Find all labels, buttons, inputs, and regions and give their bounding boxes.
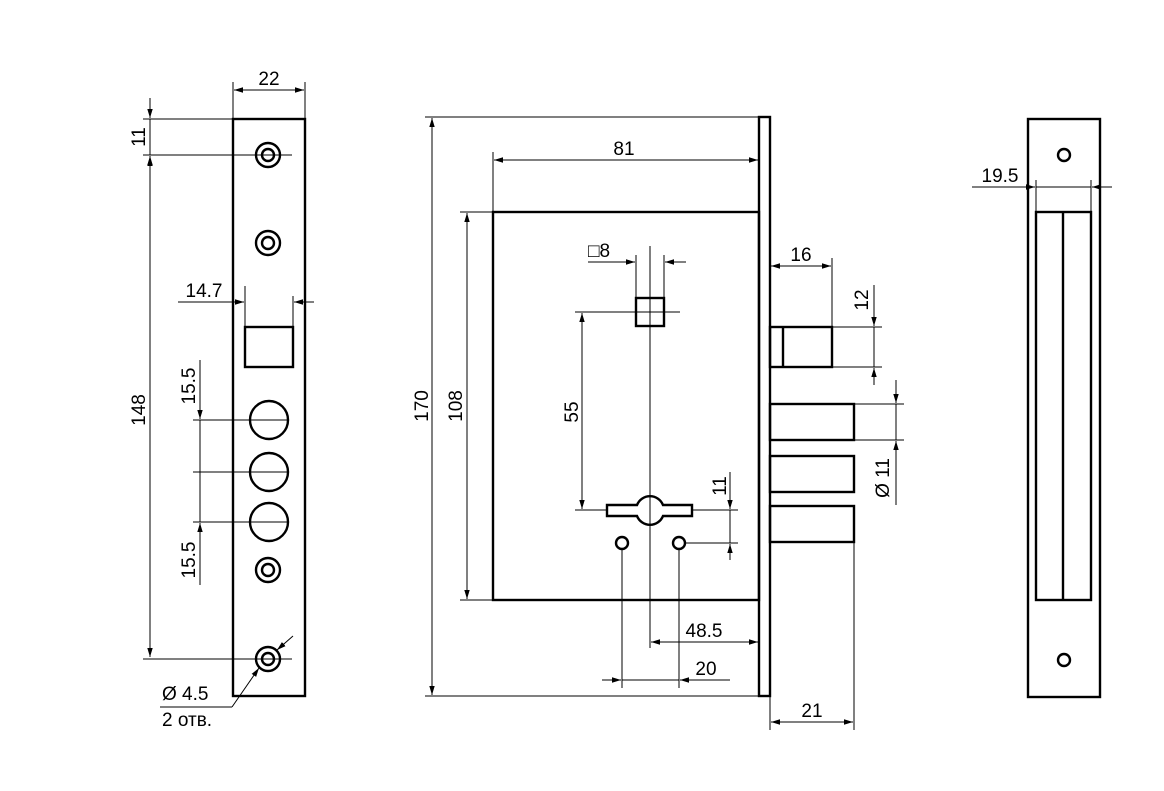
dim-case-height: 108: [446, 211, 493, 601]
dim-key-slot: 11: [686, 472, 738, 560]
dim-bolt-throw: 21: [769, 542, 855, 730]
lock-faceplate: [757, 115, 772, 698]
dim-spindle-to-key-label: 55: [562, 401, 583, 422]
dim-screw-spacing: 20: [602, 549, 730, 688]
dim-spindle-square-label: □8: [588, 241, 610, 262]
dim-hole-span: 148: [129, 157, 292, 660]
dim-spindle-to-key: 55: [562, 311, 680, 511]
dim-latch-height-label: 12: [852, 289, 873, 310]
latch-opening: [243, 325, 295, 369]
screw-hole-right: [671, 535, 687, 551]
dim-spindle-square: □8: [588, 241, 686, 298]
dim-bolt-diameter: Ø 11: [854, 380, 904, 505]
dim-case-height-label: 108: [446, 390, 467, 422]
dim-hole-diameter-label: Ø 4.5: [162, 684, 208, 705]
faceplate-outline: [1026, 117, 1102, 699]
dim-plate-width: 22: [232, 69, 306, 119]
dim-hole-count-label: 2 отв.: [162, 710, 212, 731]
dim-hole-span-label: 148: [129, 394, 150, 426]
screw-hole-left: [614, 535, 630, 551]
dim-latch-offset: 14.7: [178, 281, 314, 327]
dim-faceplate-thickness-label: 19.5: [982, 166, 1019, 187]
dim-bolt-diameter-label: Ø 11: [873, 458, 894, 498]
dim-backset: 48.5: [651, 621, 758, 645]
dim-bolt-pitch: 15.5 15.5: [179, 360, 288, 585]
lock-case: [491, 210, 761, 602]
lock-body-view: 170 108 81 □8 55: [412, 115, 904, 730]
dim-bolt-throw-label: 21: [801, 701, 822, 722]
keyhole: [605, 495, 694, 526]
dim-backset-label: 48.5: [686, 621, 723, 642]
strike-plate-outline: [231, 117, 307, 698]
faceplate-hole-bottom: [1056, 652, 1072, 668]
dim-faceplate-thickness: 19.5: [972, 166, 1112, 212]
dim-latch-offset-label: 14.7: [186, 281, 223, 302]
dim-hole-diameter: Ø 4.5 2 отв.: [160, 635, 294, 731]
dim-plate-width-label: 22: [258, 69, 279, 90]
mounting-hole-fourth: [254, 556, 282, 584]
faceplate-side-view: 19.5: [972, 117, 1112, 699]
latch-bolt: [768, 325, 834, 369]
deadbolt-1: [768, 402, 856, 442]
dim-pitch-lower-label: 15.5: [179, 542, 200, 579]
dim-top-hole-offset: 11: [129, 98, 292, 176]
strike-plate-view: 22 11 148 14.7: [129, 69, 314, 731]
dim-case-width: 81: [492, 139, 758, 212]
dim-lock-height-label: 170: [412, 390, 433, 422]
dim-pitch-upper-label: 15.5: [179, 368, 200, 405]
dim-top-hole-label: 11: [129, 127, 150, 147]
dim-latch-height: 12: [832, 285, 882, 385]
faceplate-hole-top: [1056, 147, 1072, 163]
dim-screw-spacing-label: 20: [695, 659, 716, 680]
dim-lock-height: 170: [412, 116, 759, 697]
dim-case-width-label: 81: [613, 139, 634, 160]
dim-latch-projection-label: 16: [790, 245, 811, 266]
deadbolt-3: [768, 504, 856, 544]
dim-key-slot-label: 11: [710, 476, 731, 496]
dim-latch-projection: 16: [771, 245, 833, 327]
deadbolt-2: [768, 454, 856, 494]
mounting-hole-second: [254, 229, 282, 257]
